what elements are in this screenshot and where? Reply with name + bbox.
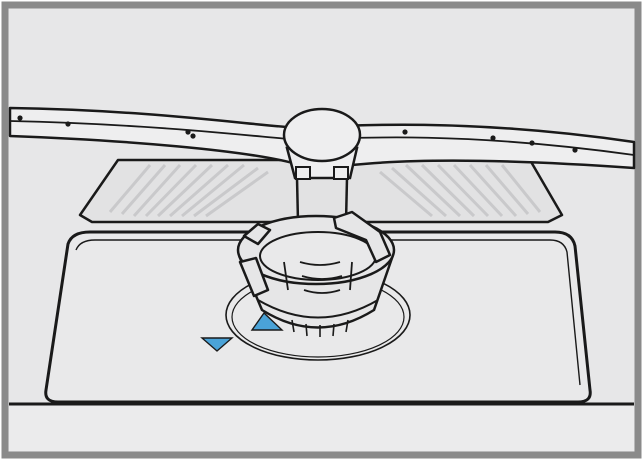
filter-handle (332, 210, 392, 264)
filter-mesh-slots (283, 261, 353, 294)
down-triangle-marker (200, 337, 234, 352)
filter-base-ribs (291, 319, 349, 337)
arm-hub-cap (282, 107, 362, 163)
filter-tab-front (238, 256, 270, 298)
spray-nozzles (17, 115, 578, 153)
hub-latch-right (333, 166, 349, 180)
filter-rim-inner (259, 231, 377, 281)
hub-stem-left (295, 177, 300, 223)
hub-latch-left (295, 166, 311, 180)
floor-strip (9, 404, 634, 451)
filter-tab-left (242, 222, 272, 246)
up-triangle-marker (250, 311, 284, 331)
grille-slats (108, 163, 542, 218)
filter-basin-inner-edge (75, 239, 581, 386)
filter-lower-band (257, 299, 379, 319)
